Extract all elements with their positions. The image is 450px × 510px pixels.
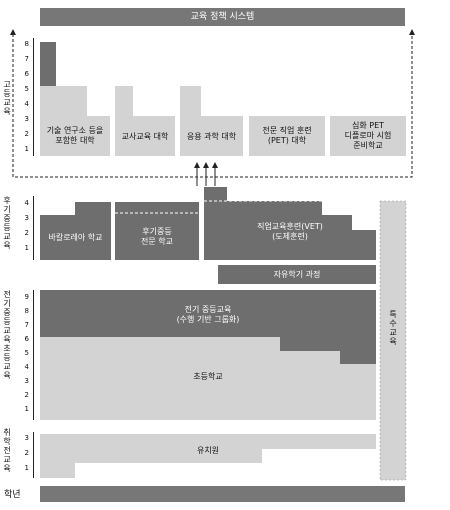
tick-l-3: 3 <box>24 377 29 385</box>
bac-label: 바칼로레아 학교 <box>48 233 103 242</box>
higher-block-1 <box>40 86 110 156</box>
tick-h-3: 3 <box>24 115 29 123</box>
higher-block-3 <box>180 86 243 156</box>
spec-block <box>115 202 199 260</box>
lower-secondary-label: 전기 중등교육 (수행 기반 그룹화) <box>176 305 240 324</box>
tick-h-6: 6 <box>24 70 29 78</box>
tick-u-2: 2 <box>24 229 29 237</box>
stage-label-upper-secondary: 후기중등교육 <box>3 196 11 250</box>
higher-label-1: 기술 연구소 등을 포함한 대학 <box>46 126 104 145</box>
axis-higher <box>33 38 34 156</box>
higher-label-3: 응용 과학 대학 <box>186 132 237 141</box>
special-ed-block <box>379 200 407 481</box>
tick-l-2: 2 <box>24 391 29 399</box>
grade-label: 학년 <box>4 490 21 500</box>
gap-block <box>218 265 376 284</box>
top-title-bar: 교육 정책 시스템 <box>40 8 405 26</box>
tick-l-9: 9 <box>24 293 29 301</box>
higher-label-2: 교사교육 대학 <box>121 132 169 141</box>
tick-p-3: 3 <box>24 434 29 442</box>
gap-label: 자유학기 과정 <box>273 270 321 279</box>
vet-top-block <box>204 187 227 201</box>
kindergarten-block <box>40 434 376 478</box>
lower-secondary-block <box>40 290 376 364</box>
tick-l-4: 4 <box>24 363 29 371</box>
vet-label: 직업교육훈련(VET) (도제훈련) <box>257 222 323 241</box>
page-title: 교육 정책 시스템 <box>190 12 255 22</box>
axis-lower <box>33 290 34 420</box>
stage-label-preschool: 취학전교육 <box>3 428 11 473</box>
tick-p-1: 1 <box>24 464 29 472</box>
tick-l-1: 1 <box>24 405 29 413</box>
tick-u-3: 3 <box>24 214 29 222</box>
higher-label-5: 심화 PET 디플로마 시험 준비학교 <box>344 121 392 150</box>
bac-block <box>40 202 111 260</box>
tick-h-8: 8 <box>24 40 29 48</box>
special-ed-label: 특수교육 <box>389 310 397 346</box>
higher-label-4: 전문 직업 훈련 (PET) 대학 <box>262 126 312 145</box>
tick-h-7: 7 <box>24 55 29 63</box>
tick-u-1: 1 <box>24 244 29 252</box>
axis-upper <box>33 196 34 260</box>
higher-block-4 <box>249 116 325 156</box>
tick-l-7: 7 <box>24 321 29 329</box>
tick-l-8: 8 <box>24 307 29 315</box>
tick-h-4: 4 <box>24 100 29 108</box>
bottom-grade-bar <box>40 486 405 502</box>
tick-h-1: 1 <box>24 145 29 153</box>
tick-l-5: 5 <box>24 349 29 357</box>
stage-label-lower-primary: 전기중등교육 초등교육 <box>3 290 11 380</box>
axis-pre <box>33 432 34 478</box>
tick-p-2: 2 <box>24 449 29 457</box>
tick-l-6: 6 <box>24 335 29 343</box>
tick-h-5: 5 <box>24 85 29 93</box>
higher-block-1-dark <box>40 42 56 86</box>
primary-label: 초등학교 <box>193 372 223 381</box>
tick-u-4: 4 <box>24 199 29 207</box>
kindergarten-label: 유치원 <box>196 446 220 455</box>
higher-block-2 <box>115 86 175 156</box>
spec-label: 후기중등 전문 학교 <box>141 227 173 246</box>
tick-h-2: 2 <box>24 130 29 138</box>
stage-label-higher: 고등교육 <box>3 80 11 116</box>
higher-block-5 <box>330 116 406 156</box>
vet-block <box>204 201 376 260</box>
